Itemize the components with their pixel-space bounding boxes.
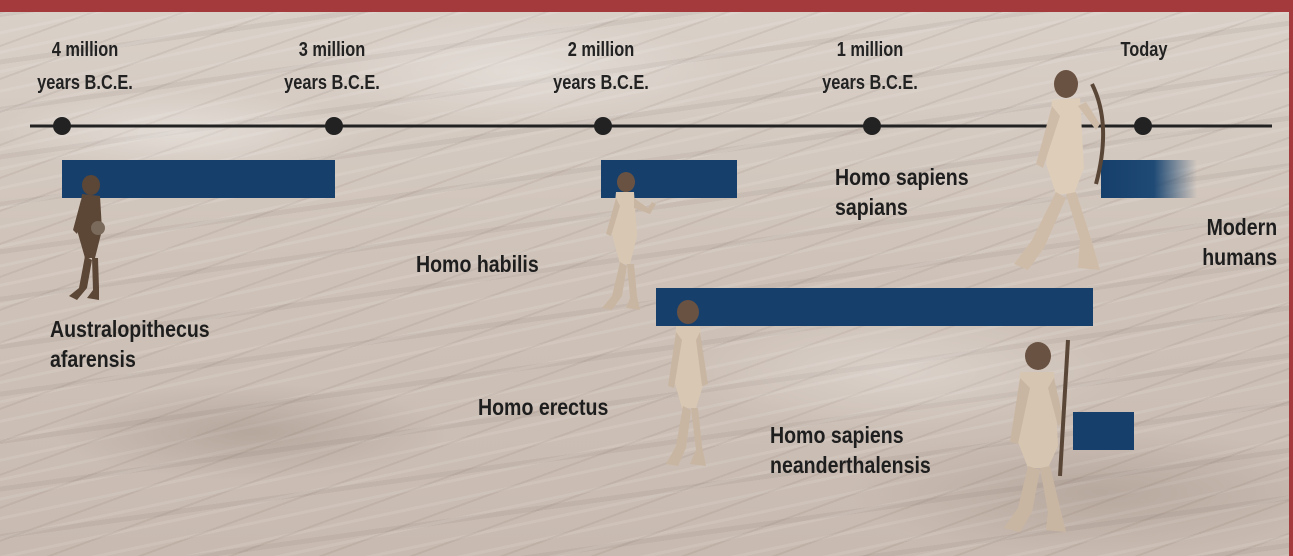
label-line1: Homo sapiens	[770, 420, 931, 450]
tick-label-line1: 1 million	[788, 34, 952, 67]
tick-label-3-million: 3 million years B.C.E.	[250, 34, 414, 100]
frame-top-border	[0, 0, 1293, 12]
label-line1: Homo erectus	[478, 392, 608, 422]
tick-label-line1: 4 million	[3, 34, 167, 67]
label-line1: Homo sapiens	[835, 162, 969, 192]
tick-label-4-million: 4 million years B.C.E.	[3, 34, 167, 100]
label-australopithecus-afarensis: Australopithecus afarensis	[50, 314, 210, 374]
label-line1: Modern	[1202, 212, 1277, 242]
tick-label-line2: Today	[1062, 34, 1226, 67]
label-homo-sapiens-neanderthalensis: Homo sapiens neanderthalensis	[770, 420, 931, 480]
tick-label-1-million: 1 million years B.C.E.	[788, 34, 952, 100]
label-homo-erectus: Homo erectus	[478, 392, 608, 422]
label-line2: afarensis	[50, 344, 210, 374]
label-line2: sapians	[835, 192, 969, 222]
tick-label-line1: 3 million	[250, 34, 414, 67]
homo-sapiens-neanderthalensis-figure	[990, 336, 1085, 540]
label-line1: Australopithecus	[50, 314, 210, 344]
tick-label-line2: years B.C.E.	[3, 67, 167, 100]
bar-homo-sapiens-sapiens	[1101, 160, 1197, 198]
tick-label-today: Today	[1062, 34, 1226, 67]
homo-sapiens-sapiens-figure	[1000, 64, 1115, 278]
label-homo-habilis: Homo habilis	[416, 249, 539, 279]
tick-label-line2: years B.C.E.	[519, 67, 683, 100]
label-line2: neanderthalensis	[770, 450, 931, 480]
label-modern-humans: Modern humans	[1202, 212, 1277, 272]
tick-label-line2: years B.C.E.	[250, 67, 414, 100]
frame-right-border	[1289, 0, 1293, 556]
tick-label-2-million: 2 million years B.C.E.	[519, 34, 683, 100]
homo-erectus-figure	[650, 296, 725, 478]
label-line2: humans	[1202, 242, 1277, 272]
label-line1: Homo habilis	[416, 249, 539, 279]
australopithecus-figure	[55, 170, 115, 305]
tick-label-line2: years B.C.E.	[788, 67, 952, 100]
tick-label-line1: 2 million	[519, 34, 683, 67]
label-homo-sapiens-sapiens: Homo sapiens sapians	[835, 162, 969, 222]
